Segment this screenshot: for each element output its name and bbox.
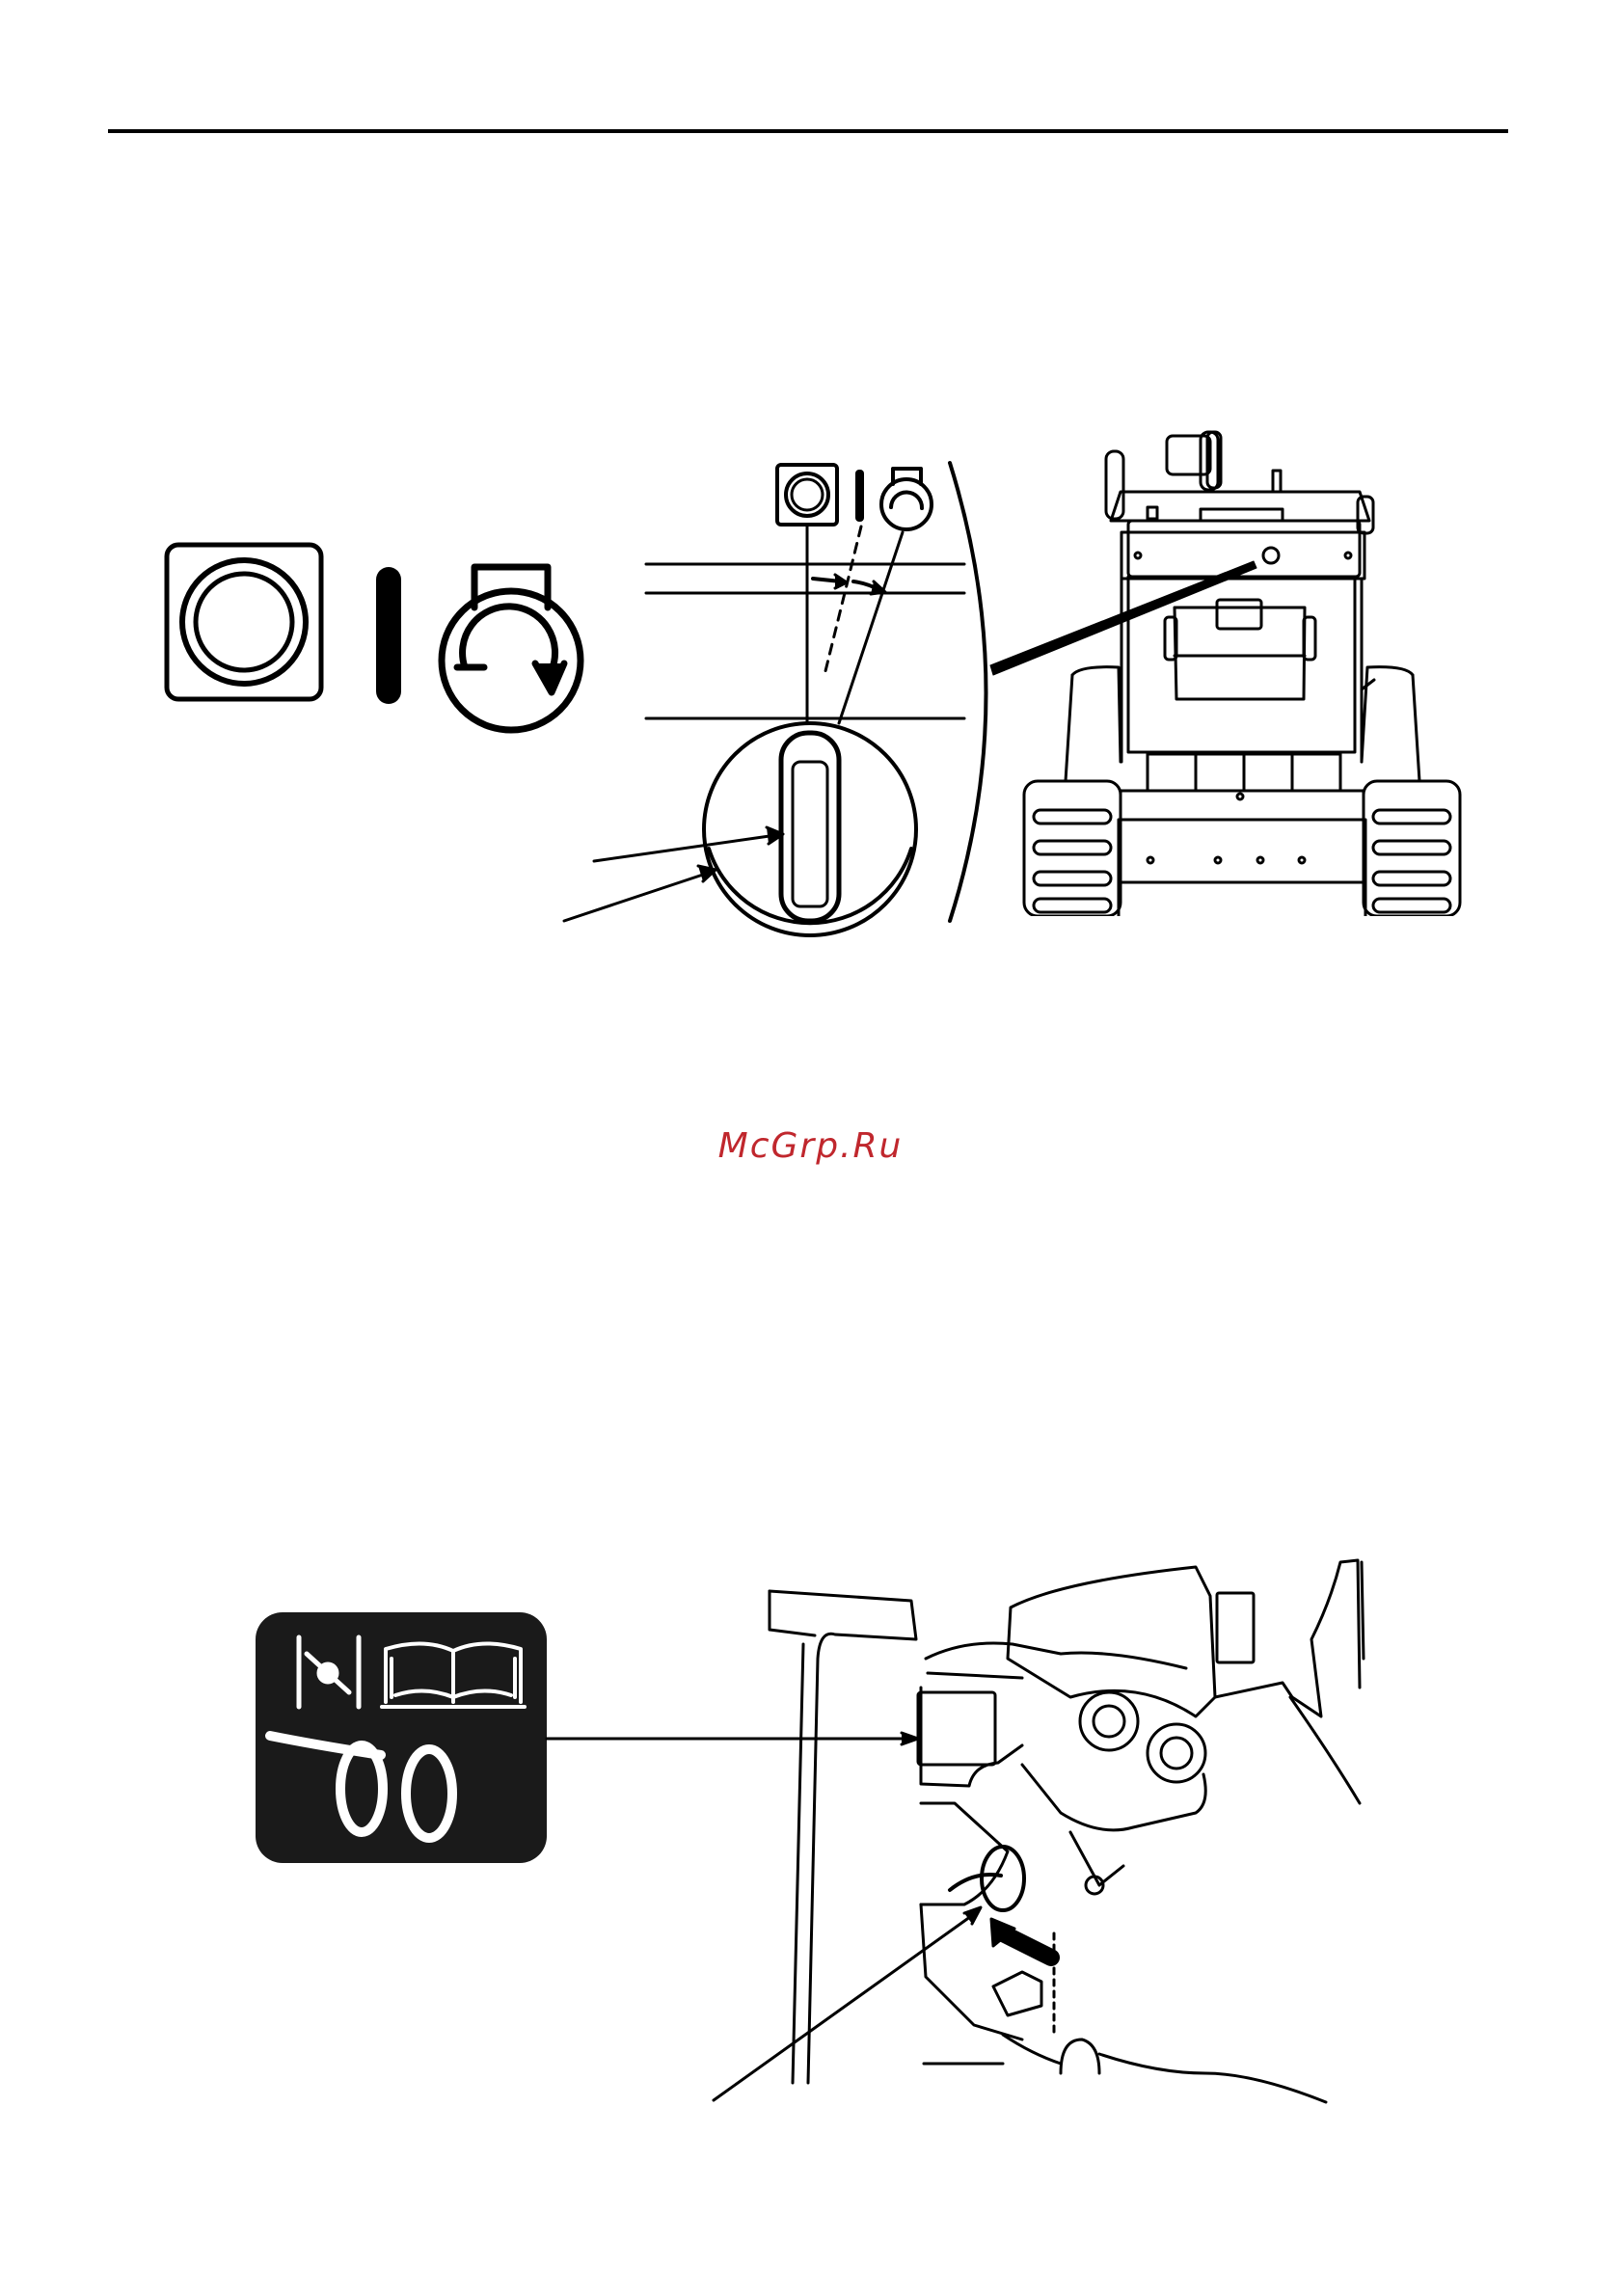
ignition-switch-figure — [0, 0, 1621, 964]
decal-pointer — [547, 1733, 918, 1744]
off-symbol-small-icon — [777, 465, 837, 525]
switch-detail-panel — [646, 463, 986, 921]
lock-pin-pointer — [714, 1907, 981, 2100]
watermark-text: McGrp.Ru — [718, 1126, 904, 1166]
lock-pin-icon — [270, 1736, 452, 1838]
off-symbol-icon — [167, 545, 321, 699]
hitch-pin-decal — [256, 1612, 547, 1863]
lock-pin — [982, 1847, 1024, 1910]
engine-start-small-icon — [881, 469, 932, 529]
tracked-machine-rear-view — [1017, 432, 1466, 919]
watermark: McGrp.Ru — [0, 1126, 1621, 1166]
engine-start-icon — [442, 567, 581, 730]
manual-book-icon — [382, 1643, 525, 1707]
separator-bar-icon — [376, 567, 401, 704]
lever-pin-icon — [299, 1637, 359, 1707]
hitch-assembly-drawing — [770, 1560, 1364, 2102]
ignition-key-switch — [704, 723, 916, 935]
